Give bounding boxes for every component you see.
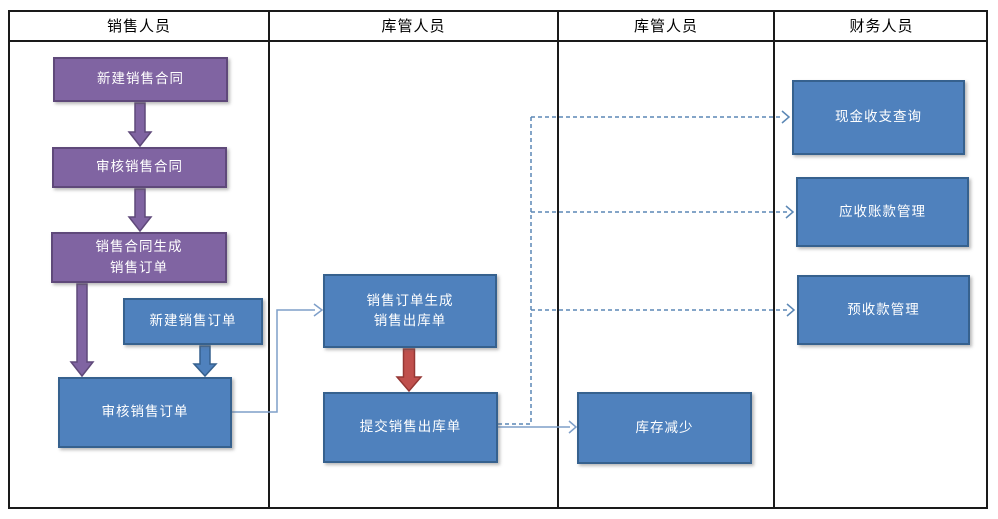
lane-header-finance: 财务人员	[849, 17, 914, 35]
node-advance-payment-management: 预收款管理	[797, 275, 970, 345]
lane-header-warehouse1: 库管人员	[381, 17, 446, 35]
node-contract-generates-order: 销售合同生成 销售订单	[51, 232, 227, 283]
lane-divider-2	[557, 10, 559, 509]
node-cash-query: 现金收支查询	[792, 80, 965, 155]
node-new-sales-contract: 新建销售合同	[53, 57, 228, 102]
swimlane-frame	[8, 10, 988, 509]
lane-divider-3	[773, 10, 775, 509]
node-new-sales-order: 新建销售订单	[123, 298, 263, 345]
node-inventory-decrease: 库存减少	[577, 392, 752, 464]
lane-header-warehouse2: 库管人员	[633, 17, 698, 35]
node-receivable-management: 应收账款管理	[796, 177, 969, 247]
lane-header-sales: 销售人员	[106, 17, 171, 35]
node-submit-outbound: 提交销售出库单	[323, 392, 498, 463]
header-divider	[8, 40, 988, 42]
node-order-generates-outbound: 销售订单生成 销售出库单	[323, 274, 497, 348]
node-review-sales-order: 审核销售订单	[58, 377, 232, 448]
lane-divider-1	[268, 10, 270, 509]
node-review-sales-contract: 审核销售合同	[52, 147, 227, 188]
